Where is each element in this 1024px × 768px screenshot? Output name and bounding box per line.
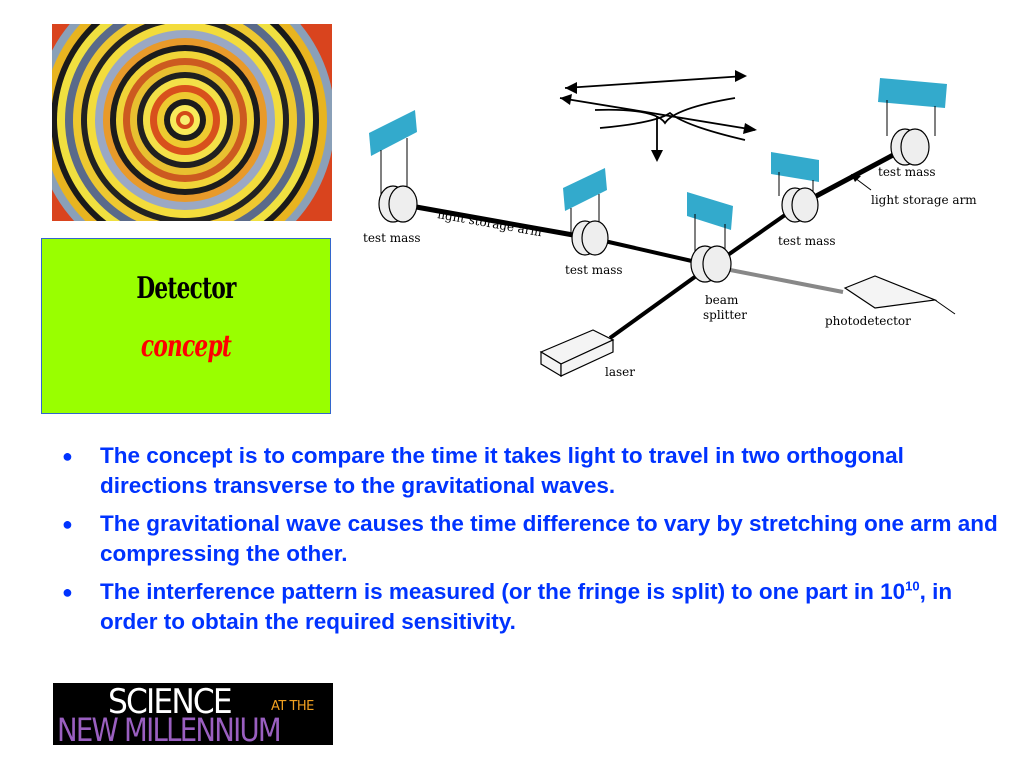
gravitational-wave-icon — [559, 70, 757, 162]
label-laser: laser — [605, 365, 635, 379]
label-photodetector: photodetector — [825, 314, 911, 328]
science-new-millennium-logo: SCIENCE AT THE NEW MILLENNIUM — [53, 683, 333, 745]
bullet-icon: ● — [62, 446, 73, 466]
label-test-mass-right-outer: test mass — [878, 165, 936, 179]
logo-science: SCIENCE — [108, 683, 233, 722]
bullet-list: ● The concept is to compare the time it … — [58, 441, 998, 645]
logo-new-millennium: NEW MILLENNIUM — [57, 711, 282, 745]
left-arm-outer — [404, 202, 591, 241]
bullet-item: ● The gravitational wave causes the time… — [58, 509, 998, 569]
rings-image — [52, 24, 332, 221]
detector-beam — [719, 266, 844, 294]
bullet-item: ● The concept is to compare the time it … — [58, 441, 998, 501]
title-detector: Detector — [136, 271, 236, 306]
label-test-mass-right-inner: test mass — [778, 234, 836, 248]
title-concept: concept — [140, 329, 232, 364]
bullet-text: The interference pattern is measured (or… — [100, 579, 952, 634]
label-pointer — [854, 177, 872, 191]
bullet-icon: ● — [62, 514, 73, 534]
label-test-mass-left: test mass — [363, 231, 421, 245]
label-beam: beam — [705, 293, 739, 307]
bullet-text-before: The interference pattern is measured (or… — [100, 579, 906, 604]
logo-at-the: AT THE — [271, 699, 314, 714]
bullet-icon: ● — [62, 582, 73, 602]
mirror-plates — [369, 78, 947, 230]
laser-beam — [608, 264, 712, 340]
left-arm-inner — [599, 238, 706, 266]
bullet-text: The concept is to compare the time it ta… — [100, 443, 904, 498]
label-light-storage-arm-left: light storage arm — [436, 207, 543, 239]
laser-icon — [539, 329, 615, 378]
label-splitter: splitter — [703, 308, 747, 322]
interferometer-diagram: test mass light storage arm test mass be… — [363, 70, 977, 379]
exponent: 10 — [905, 578, 920, 594]
label-test-mass-center: test mass — [565, 263, 623, 277]
photodetector-icon — [843, 275, 956, 315]
bullet-item: ● The interference pattern is measured (… — [58, 577, 998, 637]
concentric-rings-artwork — [52, 24, 332, 221]
label-light-storage-arm-right: light storage arm — [871, 193, 977, 207]
detector-concept-box: Detector concept — [41, 238, 331, 414]
bullet-text: The gravitational wave causes the time d… — [100, 511, 998, 566]
test-mass-icons — [378, 128, 930, 283]
bullet-text-after: , in order to obtain the required sensit… — [100, 579, 953, 634]
label-pointer-head — [851, 174, 861, 182]
